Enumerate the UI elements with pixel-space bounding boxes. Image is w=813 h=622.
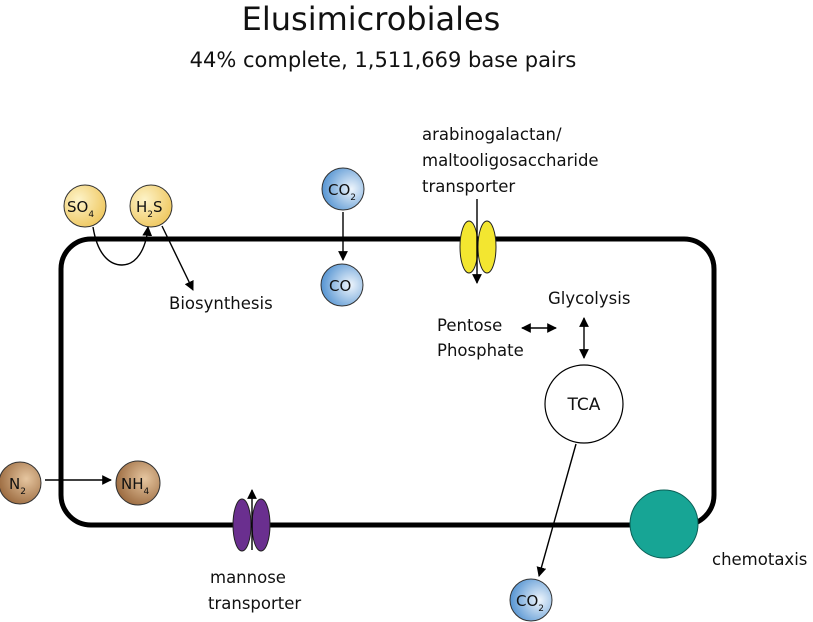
glycolysis-label: Glycolysis bbox=[548, 289, 630, 308]
sulfate-reduction-arrow bbox=[92, 226, 153, 266]
n2-molecule bbox=[0, 461, 42, 505]
so4-molecule bbox=[63, 184, 107, 228]
co2-output-molecule bbox=[509, 578, 553, 622]
arabinogalactan-label-2: maltooligosaccharide bbox=[422, 151, 599, 170]
page-subtitle: 44% complete, 1,511,669 base pairs bbox=[190, 48, 577, 72]
tca-cycle bbox=[544, 364, 624, 444]
pentose-label-2: Phosphate bbox=[437, 341, 524, 360]
co2-input-molecule bbox=[321, 167, 365, 211]
page-title: Elusimicrobiales bbox=[242, 0, 501, 38]
nh4-label: NH4 bbox=[121, 475, 150, 497]
n2-label: N2 bbox=[9, 475, 26, 497]
mannose-label-2: transporter bbox=[208, 594, 301, 613]
chemotaxis-circle bbox=[629, 489, 699, 559]
tca-label: TCA bbox=[567, 395, 601, 415]
mannose-transporter bbox=[232, 498, 271, 552]
co-molecule bbox=[320, 263, 364, 307]
arabinogalactan-label-1: arabinogalactan/ bbox=[422, 125, 562, 144]
co-label: CO bbox=[329, 277, 351, 295]
chemotaxis-label: chemotaxis bbox=[712, 550, 807, 569]
co2-input-label: CO2 bbox=[328, 181, 356, 203]
arabinogalactan-transporter bbox=[459, 220, 497, 274]
pentose-label-1: Pentose bbox=[437, 316, 502, 335]
mannose-label-1: mannose bbox=[210, 568, 286, 587]
so4-label: SO4 bbox=[67, 198, 94, 220]
co2-output-label: CO2 bbox=[516, 592, 544, 614]
tca-co2-arrow bbox=[536, 443, 577, 577]
cell-membrane bbox=[58, 236, 717, 528]
biosynthesis-arrow bbox=[161, 225, 194, 291]
h2s-label: H2S bbox=[136, 198, 163, 220]
arabinogalactan-label-3: transporter bbox=[422, 177, 515, 196]
biosynthesis-label: Biosynthesis bbox=[169, 294, 273, 313]
nh4-molecule bbox=[115, 460, 161, 506]
